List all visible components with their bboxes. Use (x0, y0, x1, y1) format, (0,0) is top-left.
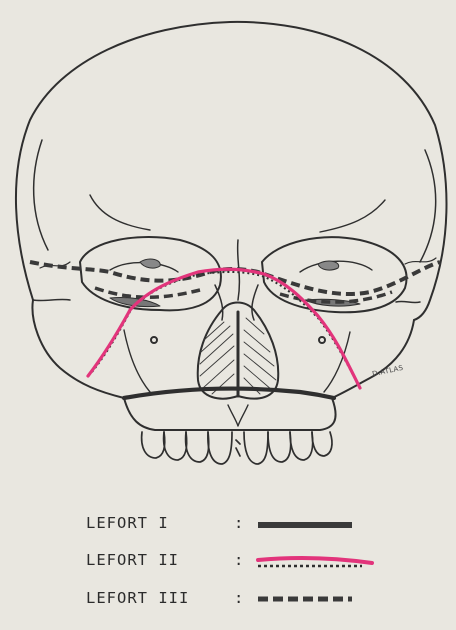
solid-line-icon (258, 522, 352, 528)
incisive-line (228, 405, 248, 426)
left-maxilla-line (124, 330, 150, 392)
left-orbit-blob (140, 259, 160, 268)
forehead-ridge-right (320, 200, 385, 232)
left-infraorbital-foramen (151, 337, 157, 343)
right-zygomatic-arch (396, 301, 420, 302)
legend-item-lefort-ii: LEFORT II: (86, 551, 256, 569)
legend-label: LEFORT II (86, 551, 234, 569)
skull-illustration-icon (16, 22, 447, 464)
legend-item-lefort-i: LEFORT I: (86, 514, 256, 532)
right-temporal-line (420, 150, 436, 262)
left-zygomatic-arch (33, 299, 70, 300)
pink-line-icon (258, 558, 372, 563)
left-temporal-line (34, 140, 48, 250)
legend-label: LEFORT III (86, 589, 234, 607)
legend-separator: : (234, 589, 256, 607)
legend-separator: : (234, 514, 256, 532)
forehead-ridge-left (90, 195, 150, 230)
lefort-ii-line (88, 269, 360, 388)
right-infraorbital-foramen (319, 337, 325, 343)
lefort-i-line (124, 389, 334, 398)
left-cheek-outline (32, 300, 124, 398)
right-orbit-blob (318, 261, 339, 270)
teeth (142, 432, 332, 464)
legend-item-lefort-iii: LEFORT III: (86, 589, 256, 607)
maxilla-lower-edge (124, 398, 336, 430)
legend-label: LEFORT I (86, 514, 234, 532)
legend-separator: : (234, 551, 256, 569)
lefort-ii-dotted (92, 272, 358, 384)
lefort-iii-line (30, 262, 440, 294)
